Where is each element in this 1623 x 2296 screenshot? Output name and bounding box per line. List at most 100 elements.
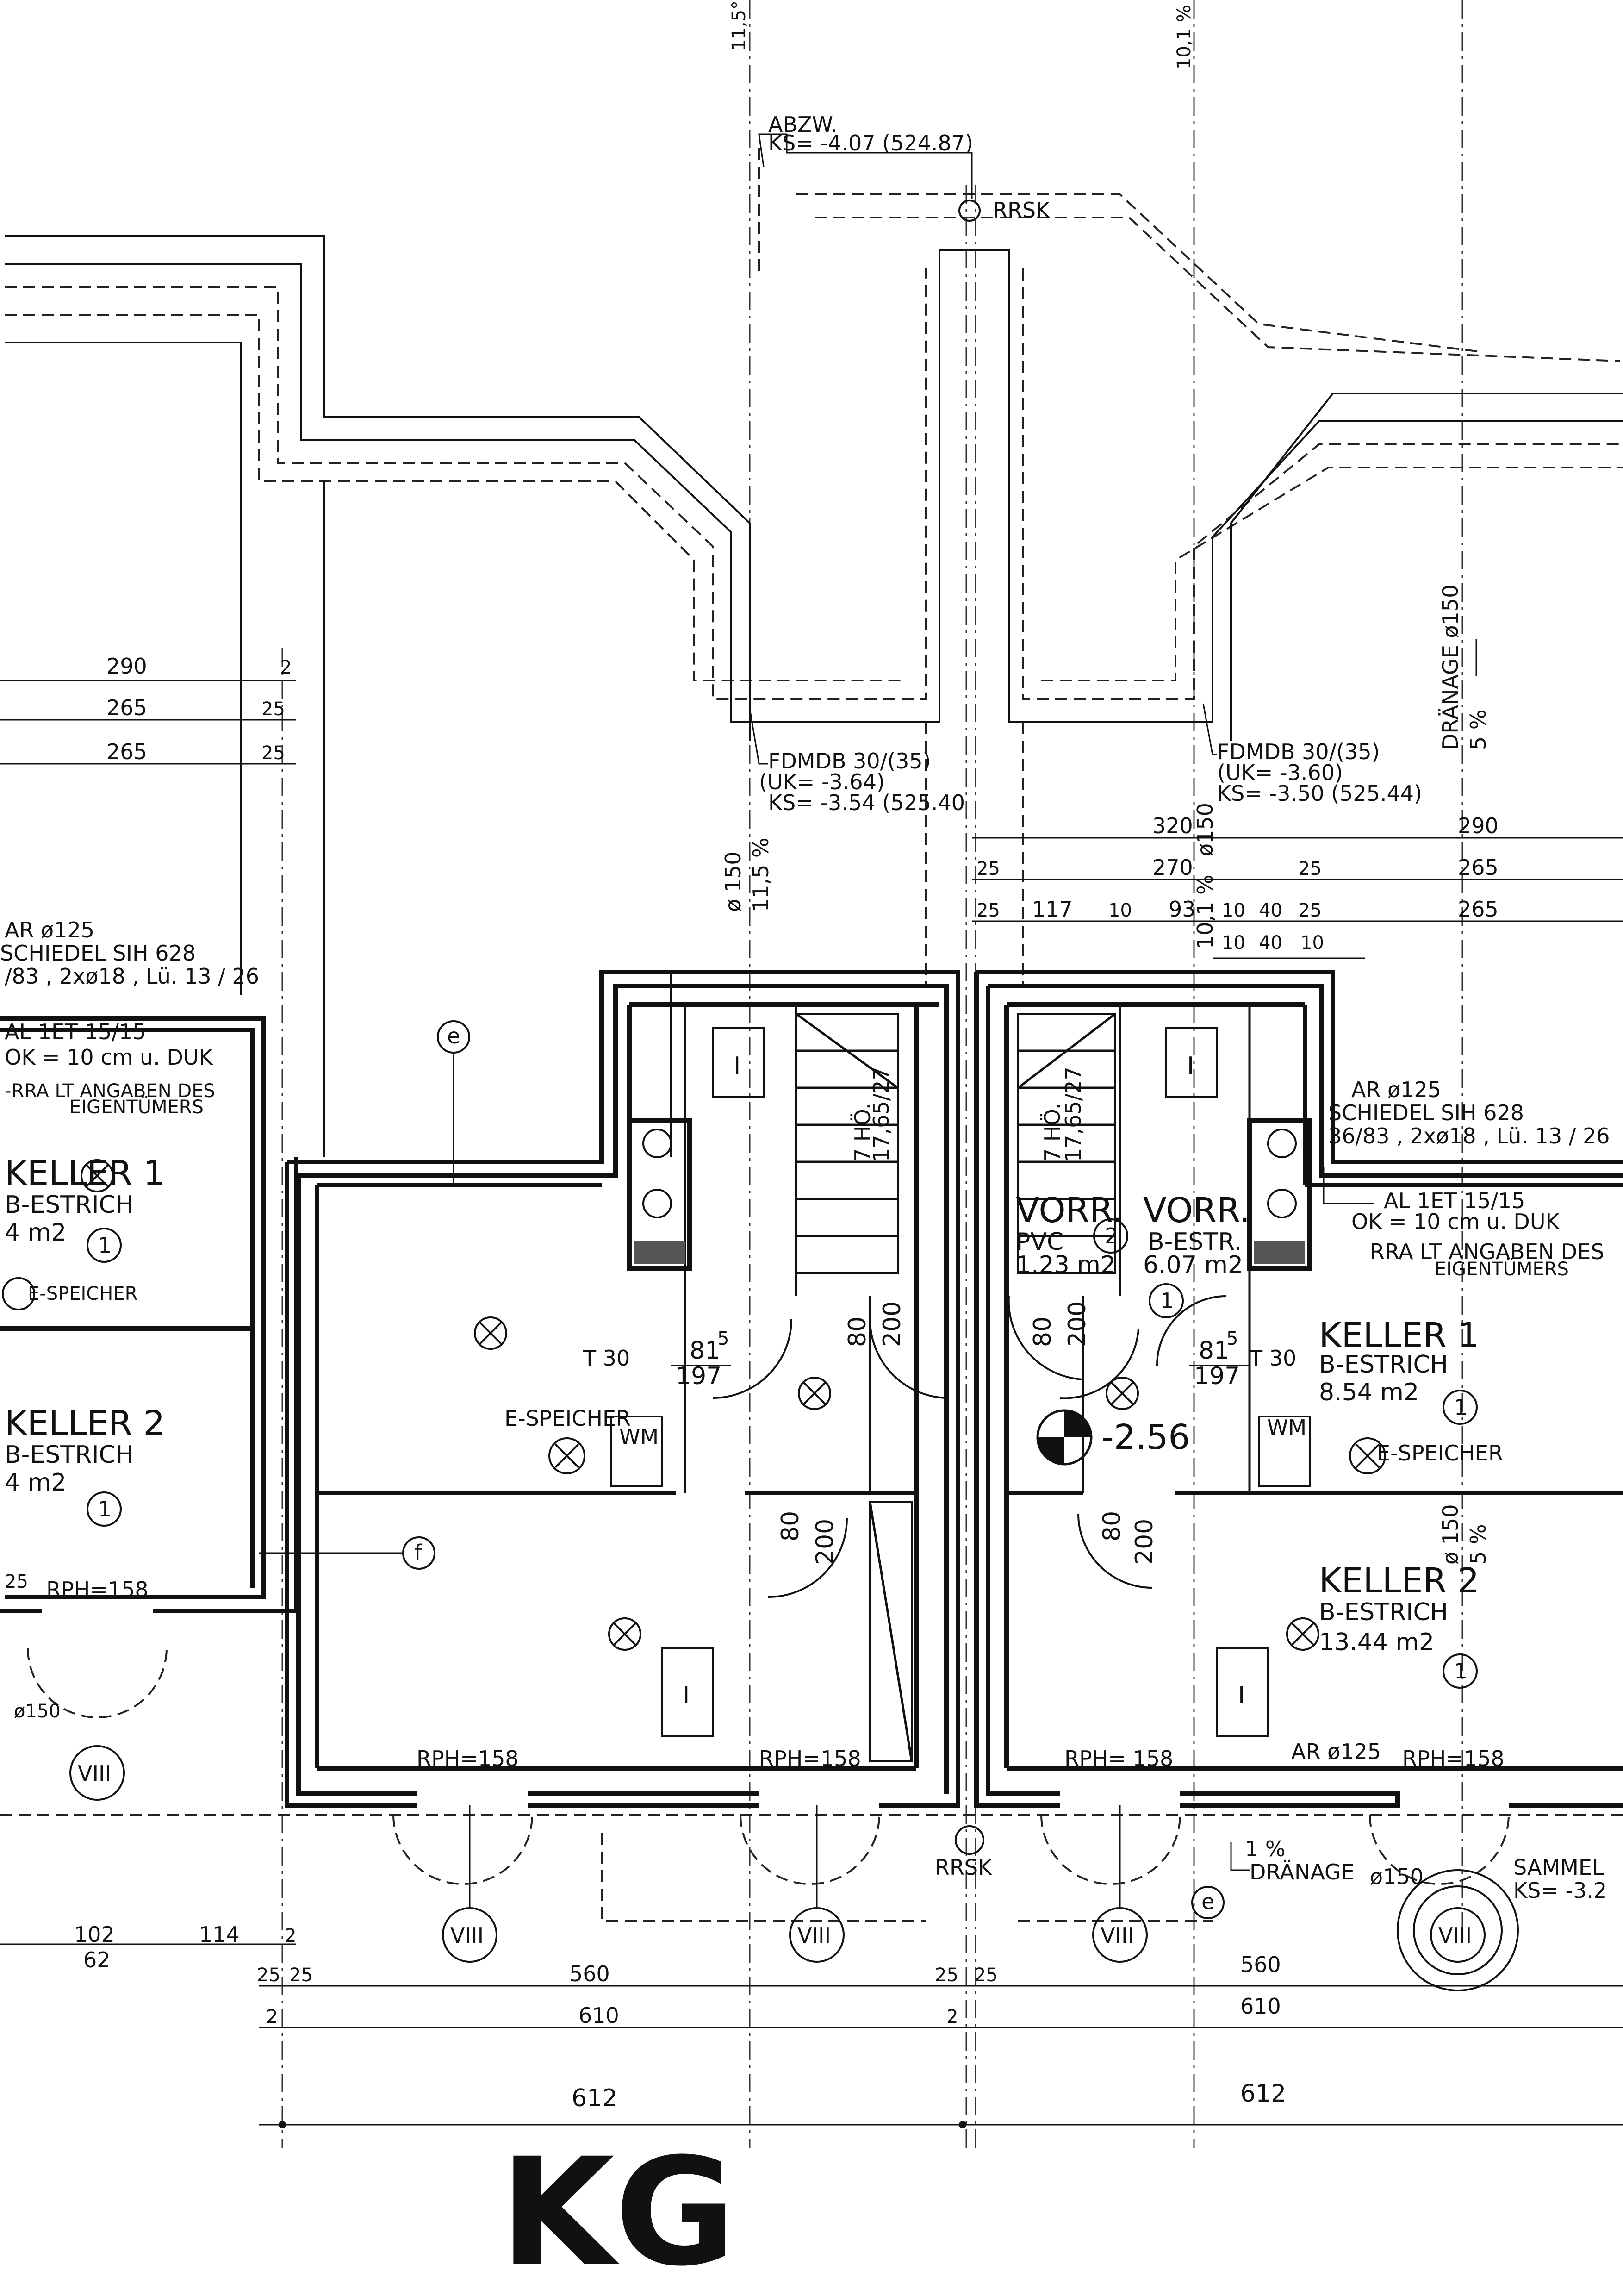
mid-dims-d93-text: 93 — [1169, 897, 1196, 922]
unit-right-door-b-w-text: 80 — [1098, 1511, 1126, 1541]
rooms-left-edge-k1-text: KELLER 1 — [5, 1154, 165, 1193]
unit-left-wm-text: WM — [619, 1424, 659, 1449]
mid-dims-pipe-r-text: ø150 — [1193, 803, 1218, 856]
bottom-marker-e-text: e — [1201, 1889, 1214, 1914]
unit-left-door2-w-text: 80 — [777, 1511, 804, 1541]
mid-dims-d10b-text: 10 — [1222, 900, 1245, 921]
unit-right-k2-num-text: 1 — [1454, 1659, 1468, 1684]
unit-right-door-h-text: 197 — [1194, 1362, 1240, 1390]
bottom-d610b-text: 610 — [1240, 1994, 1281, 2019]
unit-left-door1-w-text: 80 — [844, 1316, 871, 1347]
bottom-viii-a-text: VIII — [450, 1923, 484, 1948]
unit-right-espeicher-text: E-SPEICHER — [1377, 1441, 1503, 1466]
left-notes-ar-text: AR ø125 — [5, 917, 94, 942]
dims-left-d265b-text: 265 — [106, 739, 147, 764]
fdmdb-left: FDMDB 30/(35) (UK= -3.64) KS= -3.54 (525… — [749, 708, 965, 815]
bottom-drain-slope-text: 1 % — [1245, 1836, 1286, 1861]
mid-dims-d265a-text: 265 — [1458, 855, 1499, 880]
bottom-drain-text: DRÄNAGE — [1250, 1859, 1355, 1884]
chimneys — [627, 1118, 1312, 1271]
unit-left-stair-text: 7 HÖ. — [850, 1103, 875, 1162]
mid-dims-d290-text: 290 — [1458, 813, 1499, 838]
mid-dims-d25d-text: 25 — [1298, 900, 1322, 921]
bottom-viii-b-text: VIII — [797, 1923, 831, 1948]
rooms-left-edge-espeicher-text: E-SPEICHER — [28, 1283, 137, 1304]
rooms-left-edge-k1-area-text: 4 m2 — [5, 1219, 66, 1247]
bottom-d25d-text: 25 — [974, 1965, 998, 1986]
slope-left: 11,5° — [728, 0, 750, 51]
rooms-left-edge-k2-text: KELLER 2 — [5, 1404, 165, 1443]
bottom-sammel-ks-text: KS= -3.2 — [1513, 1878, 1607, 1903]
drain-right-label-text: DRÄNAGE ø150 — [1438, 585, 1463, 750]
dims-left-d25a-text: 25 — [261, 699, 285, 720]
right-notes-ar-text: AR ø125 — [1351, 1077, 1441, 1102]
right-notes-schiedel-dim-text: 36/83 , 2xø18 , Lü. 13 / 26 — [1328, 1123, 1610, 1148]
left-notes-rra2-text: EIGENTÜMERS — [69, 1096, 204, 1118]
unit-left-t30-text: T 30 — [583, 1346, 630, 1371]
unit-right-door-w-text: 81 — [1199, 1337, 1229, 1365]
stairs — [795, 1012, 1116, 1762]
unit-right-rph1-text: RPH= 158 — [1064, 1746, 1173, 1771]
left-notes-schiedel-dim-text: /83 , 2xø18 , Lü. 13 / 26 — [5, 964, 259, 989]
bottom-d25a-text: 25 — [257, 1965, 280, 1986]
unit-left-door1-h-text: 200 — [878, 1301, 906, 1347]
dims-middle: 320 290 270 265 265 25 25 25 25 117 10 9… — [721, 803, 1623, 959]
mid-dims-d320-text: 320 — [1152, 813, 1193, 838]
rrsk-top: RRSK — [993, 198, 1051, 223]
mid-dims-d25a-text: 25 — [976, 858, 1000, 880]
unit-right-stair-dim-text: 17,65/27 — [1061, 1067, 1086, 1162]
bottom-d2a-text: 2 — [285, 1925, 296, 1947]
unit-left-door2-h-text: 200 — [811, 1519, 839, 1565]
unit-left-rph1-text: RPH=158 — [417, 1746, 519, 1771]
unit-right: VORR. PVC 1.23 m2 2 VORR. B-ESTR. 6.07 m… — [1016, 1067, 1505, 1771]
unit-right-k1-area-text: 8.54 m2 — [1319, 1379, 1419, 1406]
rooms-left-edge-d25-text: 25 — [5, 1571, 28, 1592]
unit-right-door-a-w-text: 80 — [1029, 1316, 1057, 1347]
unit-right-k2-text: KELLER 2 — [1319, 1561, 1480, 1601]
unit-right-k1-text: KELLER 1 — [1319, 1316, 1480, 1355]
slope-right: 10,1 % — [1174, 5, 1195, 69]
unit-right-vorr2-text: VORR. — [1143, 1191, 1250, 1230]
unit-right-k1-num-text: 1 — [1454, 1395, 1468, 1420]
bottom-d560b-text: 560 — [1240, 1952, 1281, 1977]
unit-left-marker-e-text: e — [447, 1023, 460, 1048]
mid-dims-d10d-text: 10 — [1300, 932, 1324, 954]
unit-right-vorr1-text: VORR. — [1016, 1191, 1123, 1230]
unit-right-door-w-sup-text: 5 — [1226, 1328, 1238, 1349]
right-notes-ok-text: OK = 10 cm u. DUK — [1351, 1209, 1561, 1234]
unit-right-vorr2-num-text: 1 — [1160, 1288, 1174, 1313]
unit-left-marker-f-text: f — [414, 1540, 423, 1565]
unit-right-vorr2-area-text: 6.07 m2 — [1143, 1251, 1243, 1279]
right-notes-rra-text: RRA LT ANGABEN DES — [1370, 1239, 1604, 1264]
bottom-d612b-text: 612 — [1240, 2080, 1286, 2108]
right-notes-schiedel-text: SCHIEDEL SIH 628 — [1328, 1100, 1524, 1125]
mid-dims-d117-text: 117 — [1032, 897, 1073, 922]
unit-right-vorr1-floor-text: PVC — [1016, 1228, 1063, 1256]
unit-right-pipe-text: ø 150 — [1438, 1504, 1463, 1565]
unit-left-rph2-text: RPH=158 — [759, 1746, 861, 1771]
mid-dims-d25c-text: 25 — [1298, 858, 1322, 880]
dims-left: 290 265 265 2 25 25 — [0, 654, 296, 765]
unit-right-k1-floor-text: B-ESTRICH — [1319, 1351, 1448, 1379]
left-notes: AR ø125 SCHIEDEL SIH 628 /83 , 2xø18 , L… — [0, 917, 259, 1118]
unit-right-t30-text: T 30 — [1249, 1346, 1296, 1371]
unit-right-door-a-h-text: 200 — [1063, 1301, 1091, 1347]
top-annotations: 11,5° 10,1 % ABZW. KS= -4.07 (524.87) RR… — [728, 0, 1195, 223]
mid-dims-pipe-l-slope-text: 11,5 % — [748, 837, 773, 912]
unit-left-window-text: I — [734, 1052, 740, 1080]
dims-left-d265a-text: 265 — [106, 695, 147, 720]
bottom-d2c-text: 2 — [946, 2006, 958, 2028]
right-notes: AR ø125 SCHIEDEL SIH 628 36/83 , 2xø18 ,… — [1323, 1077, 1610, 1280]
unit-left-window2-text: I — [683, 1682, 690, 1710]
mid-dims-pipe-l-text: ø 150 — [721, 851, 746, 912]
bottom-viii-c-text: VIII — [1101, 1923, 1134, 1948]
bottom-d102-text: 102 — [74, 1922, 115, 1947]
bottom-drain-pipe-text: ø150 — [1370, 1864, 1424, 1889]
unit-right-level-text: -2.56 — [1101, 1417, 1190, 1457]
drainage-right: DRÄNAGE ø150 5 % — [1438, 585, 1491, 750]
rooms-left-edge-k1-num-text: 1 — [98, 1233, 112, 1258]
dims-bottom: 102 62 114 2 25 25 560 2 610 25 25 560 2… — [0, 1922, 1623, 2128]
bottom-drainage: RRSK 1 % DRÄNAGE ø150 e SAMMEL KS= -3.2 … — [0, 1805, 1623, 1991]
unit-left-door-h-text: 197 — [676, 1362, 721, 1390]
right-notes-al-text: AL 1ET 15/15 — [1384, 1188, 1525, 1213]
